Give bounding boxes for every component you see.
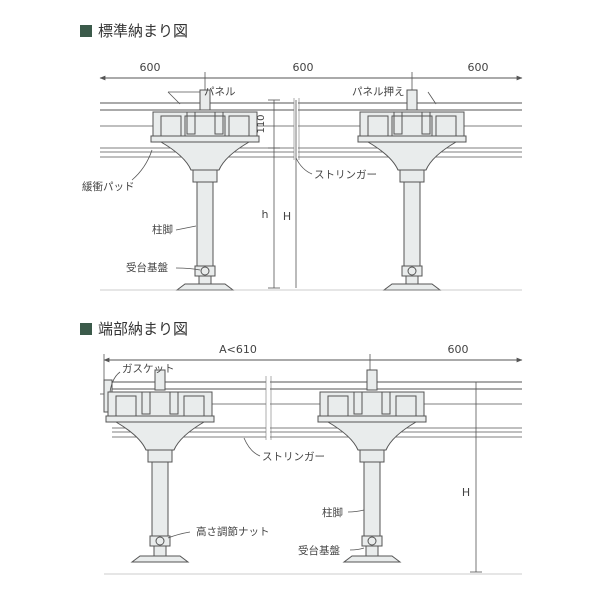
standard-section-title: 標準納まり図	[80, 20, 188, 41]
label-panel-holder: パネル押え	[352, 85, 405, 98]
dim-left-600: 600	[140, 61, 161, 74]
edge-pedestal-left	[105, 369, 215, 563]
label-edge-base-plate: 受台基盤	[298, 544, 340, 557]
dim-110: 110	[256, 114, 267, 133]
dim-edge-600: 600	[448, 343, 469, 356]
label-edge-pedestal: 柱脚	[322, 506, 343, 519]
edge-section-title: 端部納まり図	[80, 318, 188, 339]
pedestal-right	[357, 89, 467, 291]
label-base-plate: 受台基盤	[126, 261, 168, 274]
pedestal-left	[150, 89, 260, 291]
edge-diagram: A<610 600	[100, 343, 523, 575]
dim-H: H	[283, 210, 291, 223]
standard-title-text: 標準納まり図	[98, 22, 189, 40]
label-panel: パネル	[204, 86, 236, 98]
label-pedestal: 柱脚	[152, 223, 173, 236]
edge-title-text: 端部納まり図	[98, 320, 189, 338]
standard-diagram: 600 600 600 110 h H パネル パネル押え	[82, 61, 523, 291]
dim-A-610: A<610	[219, 343, 257, 356]
label-gasket: ガスケット	[122, 363, 175, 375]
label-cushion-pad: 緩衝パッド	[82, 180, 135, 193]
dim-right-600: 600	[468, 61, 489, 74]
dim-edge-H: H	[462, 486, 470, 499]
dim-h: h	[262, 208, 269, 221]
title-square-icon	[80, 322, 92, 335]
label-stringer: ストリンガー	[314, 169, 377, 181]
label-edge-stringer: ストリンガー	[262, 451, 325, 463]
title-square-icon	[80, 24, 92, 37]
edge-pedestal-right	[317, 369, 427, 563]
label-height-nut: 高さ調節ナット	[196, 525, 270, 538]
dim-middle-600: 600	[293, 61, 314, 74]
